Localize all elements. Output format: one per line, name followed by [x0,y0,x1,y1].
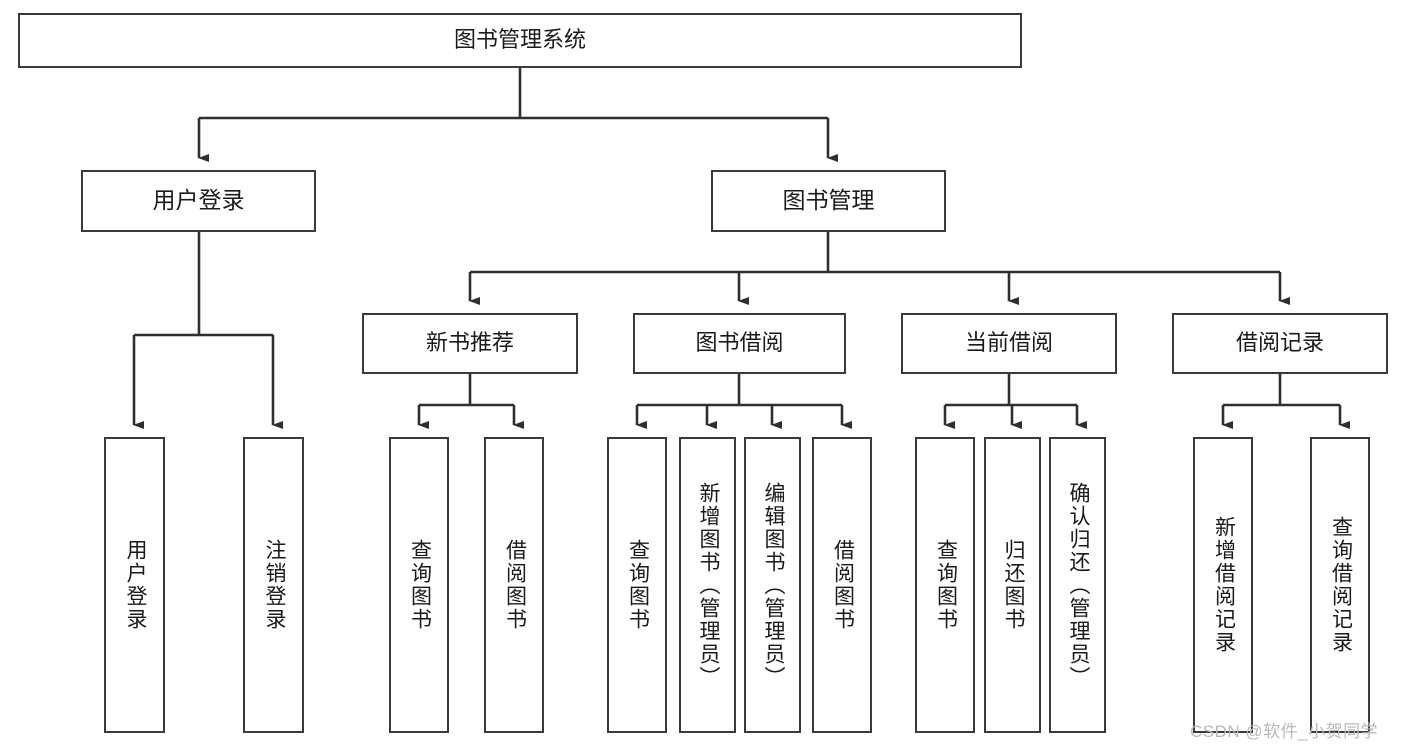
node-new-book-rec-label: 新书推荐 [425,330,514,356]
node-leaf-logout-label: 注销登录 [262,539,286,631]
node-leaf-query-book-1-label: 查询图书 [408,539,432,631]
node-root[interactable]: 图书管理系统 [18,13,1022,68]
node-leaf-query-book-3[interactable]: 查询图书 [915,437,975,733]
node-leaf-borrow-book-1-label: 借阅图书 [503,539,527,631]
node-leaf-borrow-book-2-label: 借阅图书 [831,539,855,631]
node-borrow-record[interactable]: 借阅记录 [1172,313,1388,374]
node-book-borrow-label: 图书借阅 [695,330,784,356]
node-book-manage[interactable]: 图书管理 [711,170,946,232]
node-leaf-add-book[interactable]: 新增图书（管理员） [679,437,736,733]
node-current-borrow[interactable]: 当前借阅 [901,313,1117,374]
node-leaf-confirm-return[interactable]: 确认归还（管理员） [1049,437,1106,733]
node-leaf-user-login-label: 用户登录 [123,539,147,631]
node-leaf-borrow-book-2[interactable]: 借阅图书 [812,437,872,733]
node-user-login-label: 用户登录 [152,187,245,214]
node-leaf-edit-book[interactable]: 编辑图书（管理员） [744,437,801,733]
node-leaf-query-record[interactable]: 查询借阅记录 [1310,437,1370,733]
node-book-borrow[interactable]: 图书借阅 [633,313,846,374]
node-user-login[interactable]: 用户登录 [81,170,316,232]
node-leaf-query-book-2-label: 查询图书 [626,539,650,631]
node-leaf-query-book-2[interactable]: 查询图书 [607,437,667,733]
node-leaf-user-login[interactable]: 用户登录 [104,437,165,733]
node-new-book-rec[interactable]: 新书推荐 [362,313,578,374]
node-leaf-logout[interactable]: 注销登录 [243,437,304,733]
node-leaf-add-book-label: 新增图书（管理员） [696,481,720,689]
node-leaf-add-record[interactable]: 新增借阅记录 [1193,437,1253,733]
node-leaf-return-book-label: 归还图书 [1001,539,1025,631]
node-borrow-record-label: 借阅记录 [1235,330,1324,356]
node-leaf-add-record-label: 新增借阅记录 [1212,516,1236,654]
node-current-borrow-label: 当前借阅 [964,330,1053,356]
node-leaf-edit-book-label: 编辑图书（管理员） [761,481,785,689]
node-leaf-borrow-book-1[interactable]: 借阅图书 [484,437,544,733]
node-leaf-query-book-3-label: 查询图书 [934,539,958,631]
node-root-label: 图书管理系统 [453,27,586,53]
node-leaf-confirm-return-label: 确认归还（管理员） [1066,481,1090,689]
csdn-watermark: CSDN @软件_小贺同学 [1190,722,1379,741]
node-leaf-query-record-label: 查询借阅记录 [1329,516,1353,654]
node-leaf-query-book-1[interactable]: 查询图书 [389,437,449,733]
node-book-manage-label: 图书管理 [782,187,875,214]
node-leaf-return-book[interactable]: 归还图书 [984,437,1041,733]
